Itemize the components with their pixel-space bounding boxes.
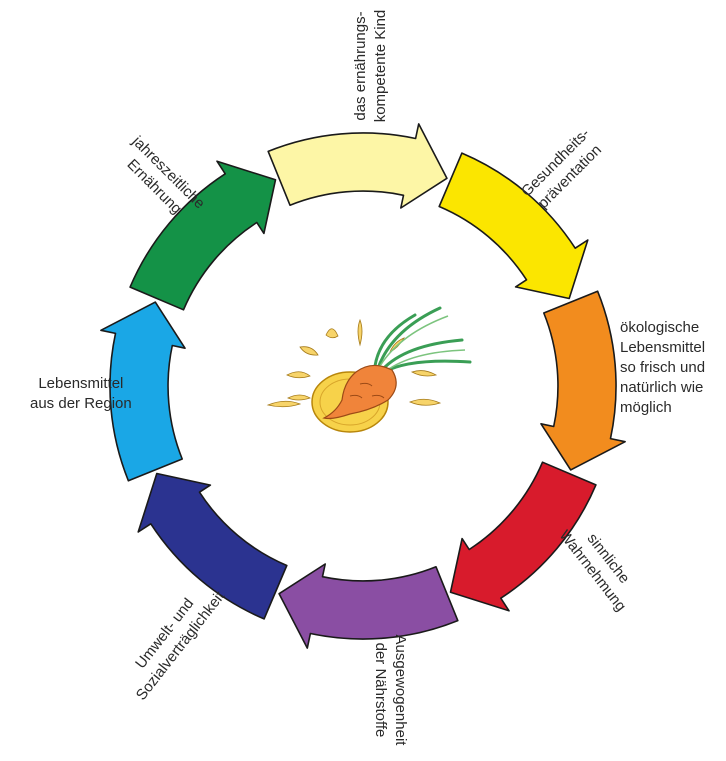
arrow-jahreszeit: [129, 160, 277, 311]
arrow-umwelt: [137, 472, 288, 620]
arrow-naehrstoffe: [278, 563, 459, 649]
label-region: Lebensmittel aus der Region: [30, 375, 132, 412]
arrow-kind: [267, 123, 448, 209]
label-oeko: ökologische Lebensmittel so frisch und n…: [620, 319, 706, 416]
arrow-gesundheit: [438, 152, 589, 300]
arrow-oeko: [540, 290, 626, 471]
carrot-sun-icon: [266, 306, 472, 433]
label-kind: das ernährungs- kompetente Kind: [352, 9, 389, 123]
arrow-region: [100, 301, 186, 482]
label-naehrstoffe: Ausgewogenheit der Nährstoffe: [372, 634, 409, 746]
arrow-sinnlich: [449, 461, 597, 612]
